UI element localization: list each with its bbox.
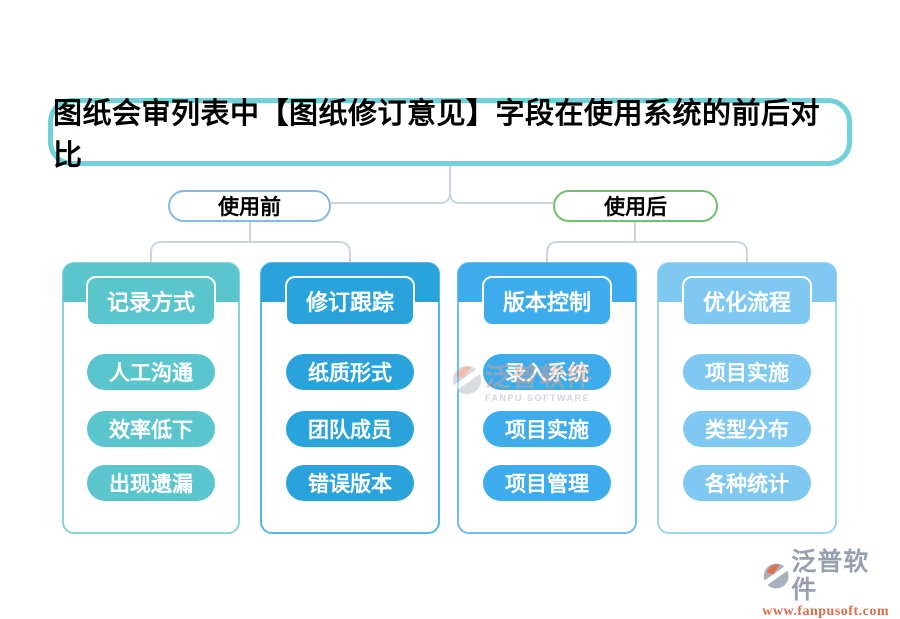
diagram-node: 项目管理 [483, 465, 611, 501]
fanpu-logo-icon [763, 563, 790, 589]
diagram-node: 录入系统 [483, 354, 611, 390]
column-header: 优化流程 [682, 276, 812, 326]
column-card-revision-tracking: 修订跟踪 纸质形式 团队成员 错误版本 [260, 262, 440, 534]
diagram-node: 纸质形式 [286, 354, 414, 390]
column-card-version-control: 版本控制 录入系统 项目实施 项目管理 [457, 262, 637, 534]
diagram-node: 项目实施 [683, 354, 811, 390]
connector-group [150, 166, 748, 262]
diagram-node: 人工沟通 [87, 354, 215, 390]
diagram-node: 各种统计 [683, 465, 811, 501]
title-text: 图纸会审列表中【图纸修订意见】字段在使用系统的前后对比 [53, 96, 821, 172]
column-header: 记录方式 [86, 276, 216, 326]
branch-node-before: 使用前 [168, 190, 331, 222]
column-header: 修订跟踪 [285, 276, 415, 326]
footer-brand-text: 泛普软件 [791, 547, 870, 604]
diagram-node: 错误版本 [286, 465, 414, 501]
connector-lines [150, 166, 748, 262]
diagram-node: 类型分布 [683, 411, 811, 447]
column-card-optimized-process: 优化流程 项目实施 类型分布 各种统计 [657, 262, 837, 534]
diagram-node: 出现遗漏 [87, 465, 215, 501]
column-card-record-method: 记录方式 人工沟通 效率低下 出现遗漏 [62, 262, 240, 534]
branch-label: 使用后 [604, 194, 667, 219]
column-header: 版本控制 [482, 276, 612, 326]
diagram-node: 团队成员 [286, 411, 414, 447]
title-banner: 图纸会审列表中【图纸修订意见】字段在使用系统的前后对比 [48, 96, 852, 172]
footer-logo: 泛普软件 www.fanpusoft.com [762, 547, 889, 619]
diagram-node: 项目实施 [483, 411, 611, 447]
branch-label: 使用前 [218, 194, 281, 219]
footer-url-text: www.fanpusoft.com [762, 604, 889, 619]
branch-node-after: 使用后 [553, 190, 718, 222]
diagram-node: 效率低下 [87, 411, 215, 447]
